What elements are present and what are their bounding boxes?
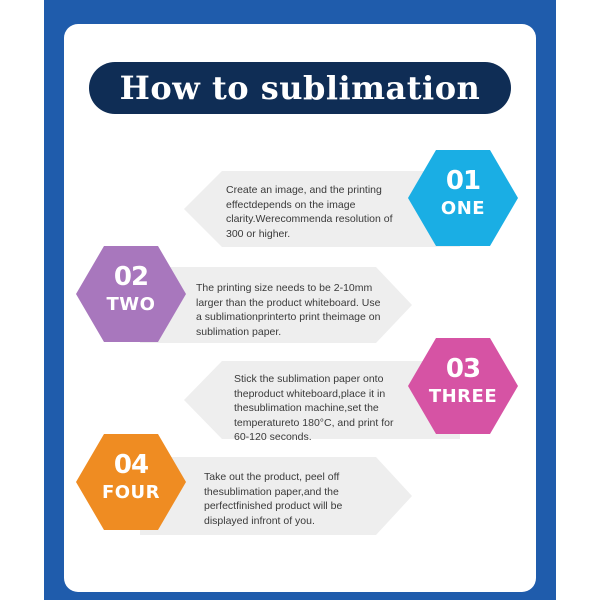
- step-1-number: 01: [445, 166, 481, 196]
- step-3-badge: 03 THREE: [408, 338, 518, 434]
- step-1-arrow-shape: [184, 171, 463, 251]
- step-3-number: 03: [445, 354, 481, 384]
- step-3-banner: [182, 358, 460, 444]
- step-4-badge: 04 FOUR: [76, 434, 186, 530]
- step-3-text: Stick the sublimation paper onto theprod…: [234, 373, 394, 443]
- step-1-hexagon-fill: [408, 150, 518, 246]
- step-1-text: Create an image, and the printing effect…: [226, 184, 393, 240]
- step-4-word: FOUR: [101, 482, 161, 503]
- step-4-banner: [140, 454, 414, 540]
- step-1-banner: [182, 168, 463, 252]
- step-4-hexagon: [76, 434, 186, 530]
- step-1-hexagon: [408, 150, 518, 246]
- step-2-text: The printing size needs to be 2-10mm lar…: [196, 282, 381, 338]
- step-2-arrow-shape: [140, 267, 412, 343]
- title-banner: How to sublimation: [89, 62, 511, 114]
- page-title: How to sublimation: [119, 69, 481, 107]
- step-2-word: TWO: [106, 294, 156, 315]
- step-1-word: ONE: [440, 198, 486, 219]
- step-1-badge: 01 ONE: [408, 150, 518, 246]
- step-3-word: THREE: [428, 386, 498, 407]
- step-4-text: Take out the product, peel off thesublim…: [204, 471, 343, 527]
- step-2-banner: [140, 264, 414, 348]
- step-2-hexagon: [76, 246, 186, 342]
- step-4-arrow-shape: [140, 457, 412, 535]
- step-2-number: 02: [113, 262, 149, 292]
- step-3-arrow-shape: [184, 361, 460, 439]
- step-3-hexagon: [408, 338, 518, 434]
- step-2-badge: 02 TWO: [76, 246, 186, 342]
- step-4-number: 04: [113, 450, 149, 480]
